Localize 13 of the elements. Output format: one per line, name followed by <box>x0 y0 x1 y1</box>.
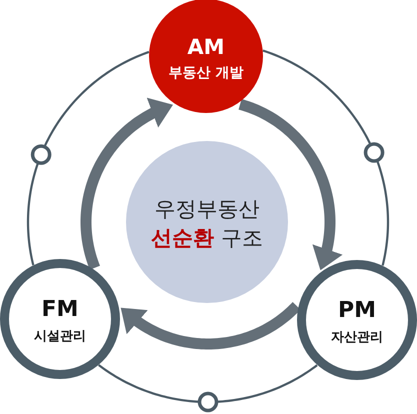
ring-connector <box>98 364 318 404</box>
cycle-arrow <box>236 99 343 270</box>
ring-connector <box>26 50 150 266</box>
node-heading: PM <box>338 297 376 325</box>
cycle-arrow <box>80 98 173 271</box>
ring-connector <box>262 50 390 266</box>
hub-label: 우정부동산 선순환 구조 <box>150 196 264 252</box>
node-heading: AM <box>187 34 225 61</box>
node-label: 부동산 개발 <box>168 64 244 83</box>
node-label: 자산관리 <box>331 329 383 347</box>
node-heading: FM <box>42 296 78 324</box>
cycle-arrow <box>120 302 301 350</box>
node-label: 시설관리 <box>34 328 86 346</box>
